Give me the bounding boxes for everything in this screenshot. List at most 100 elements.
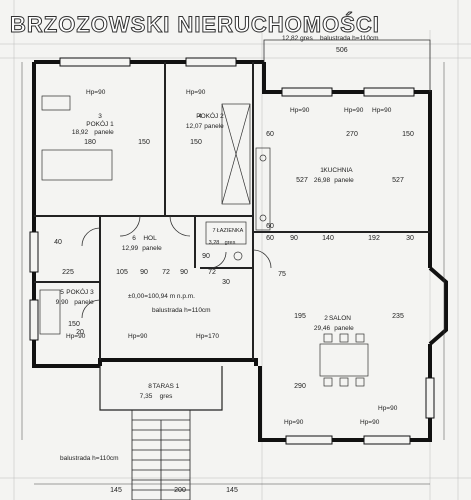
watermark-logo: BRZOZOWSKI NIERUCHOMOŚCI	[10, 12, 380, 38]
armchair	[41, 95, 71, 111]
stove	[259, 214, 267, 222]
dim-mid: 30	[406, 235, 414, 242]
window-salon-2	[363, 435, 411, 445]
room-pokoj2-area: 12,07	[186, 123, 203, 130]
dim-left-225: 225	[62, 269, 74, 276]
window-label: Hp=170	[196, 333, 219, 340]
dimension-lines	[21, 62, 445, 485]
room-pokoj1-label: 3	[98, 113, 102, 120]
room-taras-name: TARAS 1	[153, 383, 180, 390]
dim-misc: 60	[266, 223, 274, 230]
dim-kitchen-side: 527	[296, 177, 308, 184]
dim-bottom: 200	[174, 487, 186, 494]
dim-room1-width: 180	[84, 139, 96, 146]
door-left	[81, 227, 101, 247]
window-label: Hp=90	[284, 419, 304, 426]
window-label: Hp=90	[372, 107, 392, 114]
dim-bottom: 145	[110, 487, 122, 494]
window-kitchen-1	[281, 87, 333, 97]
room-hol-floor: panele	[142, 245, 162, 252]
room-pokoj3-number: 5	[60, 289, 64, 296]
dim-misc: 40	[54, 239, 62, 246]
dim-kitchen-side: 527	[392, 177, 404, 184]
window-label: Hp=90	[186, 89, 206, 96]
dim-kitchen-top: 60	[266, 131, 274, 138]
dim-room2-width: 150	[190, 139, 202, 146]
window-room3	[29, 299, 39, 341]
window-label: Hp=90	[290, 107, 310, 114]
balustrade-bottom: balustrada h=110cm	[60, 455, 119, 462]
inner-walls	[34, 62, 430, 360]
room-kuchnia-area: 26,98	[314, 177, 331, 184]
dim-misc: 75	[278, 271, 286, 278]
room-salon-floor: panele	[334, 325, 354, 332]
balustrade-mid: balustrada h=110cm	[152, 307, 211, 314]
dim-hall: 72	[208, 269, 216, 276]
balustrade-top: balustrada h=110cm	[320, 35, 379, 42]
room-kuchnia-name: KUCHNIA	[323, 167, 353, 174]
room-lazienka-area: 3,28	[209, 240, 220, 246]
toilet	[233, 251, 243, 261]
dim-misc: 30	[222, 279, 230, 286]
dim-hall: 90	[140, 269, 148, 276]
window-room2	[185, 57, 237, 67]
room-lazienka-floor: gres	[225, 240, 236, 246]
room-salon-area: 29,46	[314, 325, 331, 332]
terrace-stairs	[99, 366, 223, 500]
window-label: Hp=90	[378, 405, 398, 412]
room-kuchnia-number: 1	[320, 167, 324, 174]
door-room2	[169, 215, 191, 237]
window-kitchen-2	[363, 87, 415, 97]
door-room1	[119, 215, 141, 237]
door-kitchen	[252, 249, 272, 269]
dim-misc: 90	[202, 253, 210, 260]
wardrobe	[221, 103, 251, 205]
room-pokoj2-number: 4	[198, 113, 202, 120]
dim-kitchen-top: 270	[346, 131, 358, 138]
dim-mid: 192	[368, 235, 380, 242]
window-label: Hp=90	[66, 333, 86, 340]
dim-salon-side: 235	[392, 313, 404, 320]
chairs	[323, 333, 365, 387]
dim-room1-side: 150	[138, 139, 150, 146]
dim-mid: 90	[290, 235, 298, 242]
dim-hall: 105	[116, 269, 128, 276]
top-balcony	[263, 39, 431, 92]
dim-salon-side: 195	[294, 313, 306, 320]
room-salon-name: SALON	[329, 315, 351, 322]
top-dimension: 506	[336, 47, 348, 54]
doors	[81, 215, 272, 319]
terrace-top-area: 12,82 gres	[282, 35, 313, 42]
door-room3	[81, 299, 101, 319]
room-kuchnia-floor: panele	[334, 177, 354, 184]
dim-mid: 140	[322, 235, 334, 242]
window-room1	[59, 57, 131, 67]
dim-hall: 90	[180, 269, 188, 276]
furniture	[39, 95, 369, 387]
window-salon-side	[425, 377, 435, 419]
desk	[41, 149, 113, 181]
level-mark: ±0,00=100,94 m n.p.m.	[128, 293, 195, 300]
room-lazienka-name: ŁAZIENKA	[217, 228, 244, 234]
dim-salon-side: 290	[294, 383, 306, 390]
room-hol-number: 6	[132, 235, 136, 242]
window-label: Hp=90	[86, 89, 106, 96]
window-label: Hp=90	[344, 107, 364, 114]
window-left-mid	[29, 231, 39, 273]
room-pokoj3-area: 9,90	[56, 299, 69, 306]
closet-room3	[39, 289, 61, 335]
sink	[259, 154, 267, 162]
room-pokoj3-floor: panele	[74, 299, 94, 306]
dim-misc: 20	[76, 329, 84, 336]
window-label: Hp=90	[128, 333, 148, 340]
dim-hall: 72	[162, 269, 170, 276]
windows	[29, 57, 435, 445]
room-pokoj2-floor: panele	[204, 123, 224, 130]
window-salon-1	[285, 435, 333, 445]
door-bathroom	[209, 251, 227, 269]
room-taras-number: 8	[148, 383, 152, 390]
room-pokoj3-name: POKÓJ 3	[66, 287, 94, 296]
dining-table	[319, 343, 369, 377]
window-label: Hp=90	[360, 419, 380, 426]
